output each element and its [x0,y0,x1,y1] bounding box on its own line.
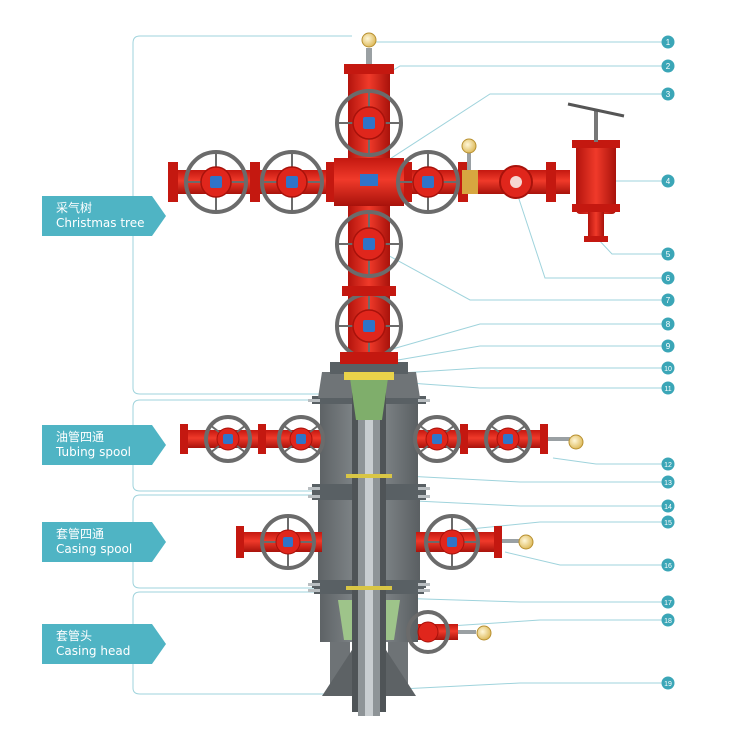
callout-17: 17 [661,595,675,609]
callout-3: 3 [661,87,675,101]
christmas-tree-assembly [168,32,625,364]
callout-12: 12 [661,457,675,471]
callout-14: 14 [661,499,675,513]
callout-circle [661,35,675,49]
callout-number: 16 [664,563,672,570]
callout-number: 9 [666,342,671,351]
casing-head-valve [406,610,492,654]
section-label-zh: 套管头 [56,629,93,643]
callout-number: 8 [666,320,671,329]
callout-number: 12 [664,462,672,469]
callout-1: 1 [661,35,675,49]
callout-circle [661,499,675,513]
callout-6: 6 [661,271,675,285]
section-tag-casing-head: 套管头 Casing head [42,624,174,664]
callout-10: 10 [661,361,675,375]
callout-circle [661,339,675,353]
callout-circle [661,174,675,188]
section-label-zh: 油管四通 [56,430,105,444]
callout-circle [661,558,675,572]
casing-spool-valves [236,514,534,570]
callout-19: 19 [661,676,675,690]
callout-number: 15 [664,520,672,527]
callout-circle [661,676,675,690]
section-tag-christmas-tree: 采气树 Christmas tree [42,196,174,236]
callout-number: 3 [666,90,671,99]
pressure-gauge-icon [518,534,534,550]
callout-number: 13 [664,480,672,487]
callout-circle [661,457,675,471]
section-tag-tubing-spool: 油管四通 Tubing spool [42,425,174,465]
callout-number: 5 [666,250,671,259]
callout-circle [661,59,675,73]
callout-circle [661,361,675,375]
callout-13: 13 [661,475,675,489]
pressure-gauge-icon [361,32,377,48]
section-label-en: Tubing spool [56,445,131,459]
callout-number: 18 [664,618,672,625]
callout-number: 6 [666,274,671,283]
callout-11: 11 [661,381,675,395]
callout-number: 1 [666,38,671,47]
callout-9: 9 [661,339,675,353]
callout-5: 5 [661,247,675,261]
callout-number: 14 [664,504,672,511]
callout-circle [661,515,675,529]
callout-number: 19 [664,681,672,688]
callout-number: 17 [664,600,672,607]
callout-15: 15 [661,515,675,529]
callout-circle [661,293,675,307]
section-label-en: Casing head [56,644,131,658]
callout-circle [661,317,675,331]
section-label-en: Casing spool [56,542,133,556]
handle-icon [567,102,625,118]
callout-circle [661,475,675,489]
leader-lines [370,41,667,691]
pressure-gauge-icon [461,138,477,154]
callout-circle [661,613,675,627]
callout-7: 7 [661,293,675,307]
callout-number: 7 [666,296,671,305]
callout-8: 8 [661,317,675,331]
callout-circle [661,271,675,285]
tubing-spool-valves [180,415,584,463]
callout-number: 4 [666,177,671,186]
callout-18: 18 [661,613,675,627]
callout-circle [661,87,675,101]
spool-stack [308,362,430,716]
callout-circle [661,247,675,261]
callout-2: 2 [661,59,675,73]
pressure-gauge-icon [476,625,492,641]
section-label-en: Christmas tree [56,216,145,230]
cross-label [360,174,378,186]
callout-number: 10 [664,366,672,373]
callout-number: 2 [666,62,671,71]
section-tag-casing-spool: 套管四通 Casing spool [42,522,174,562]
callout-circle [661,595,675,609]
callout-circle [661,381,675,395]
callout-4: 4 [661,174,675,188]
pressure-gauge-icon [568,434,584,450]
section-label-zh: 采气树 [56,201,93,215]
section-label-zh: 套管四通 [56,527,105,541]
callout-number: 11 [664,386,671,393]
section-brackets [132,35,352,695]
callout-16: 16 [661,558,675,572]
